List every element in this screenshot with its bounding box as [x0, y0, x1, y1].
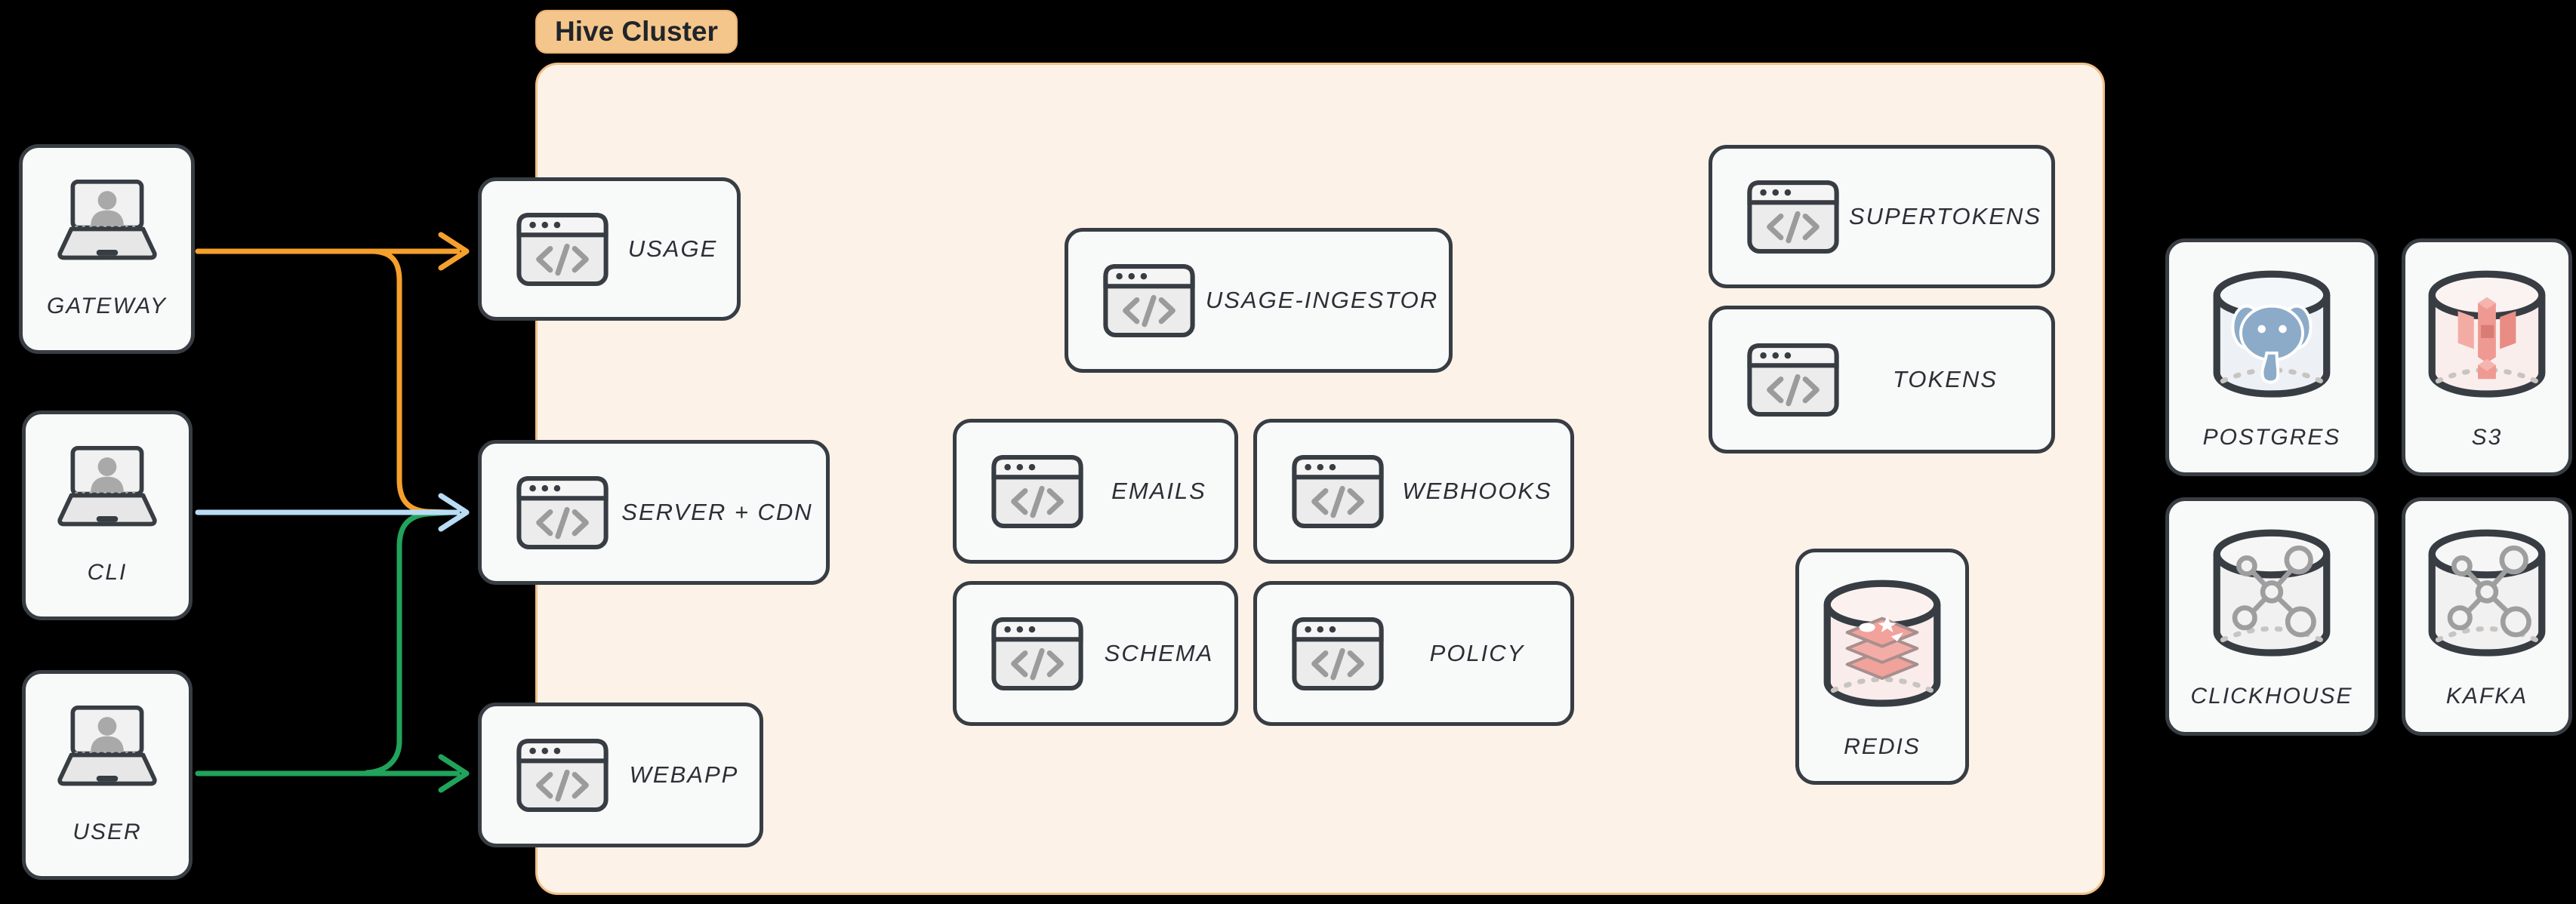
service-node-policy: POLICY [1253, 581, 1574, 726]
service-label: WEBAPP [629, 761, 739, 788]
postgres-logo-icon [2231, 304, 2313, 383]
service-label: USAGE-INGESTOR [1205, 287, 1439, 313]
client-node-user: USER [22, 670, 193, 880]
code-window-icon [1292, 455, 1384, 528]
client-label: CLI [87, 560, 128, 585]
service-node-emails: EMAILS [953, 419, 1238, 564]
datastore-label: REDIS [1844, 733, 1921, 759]
code-window-icon [991, 455, 1083, 528]
code-window-icon [516, 476, 609, 549]
service-label: POLICY [1429, 640, 1525, 666]
service-node-server-cdn: SERVER + CDN [478, 440, 830, 585]
laptop-user-icon [50, 179, 165, 265]
code-window-icon [1292, 617, 1384, 690]
datastore-node-clickhouse: CLICKHOUSE [2165, 497, 2378, 736]
service-node-schema: SCHEMA [953, 581, 1238, 726]
code-window-icon [1747, 343, 1839, 417]
postgres-database-icon [2207, 265, 2337, 405]
client-label: USER [72, 819, 142, 844]
datastore-node-redis: REDIS [1795, 549, 1969, 785]
code-window-icon [1747, 180, 1839, 254]
service-node-webhooks: WEBHOOKS [1253, 419, 1574, 564]
redis-database-icon [1817, 574, 1947, 715]
s3-logo-icon [2457, 297, 2516, 379]
redis-logo-icon [1845, 616, 1919, 680]
service-label: SERVER + CDN [621, 499, 813, 525]
service-node-usage-ingestor: USAGE-INGESTOR [1065, 228, 1453, 373]
service-node-usage: USAGE [478, 177, 741, 321]
service-label: WEBHOOKS [1402, 478, 1552, 504]
datastore-node-postgres: POSTGRES [2165, 238, 2378, 476]
datastore-node-kafka: KAFKA [2402, 497, 2572, 736]
edge-gateway-server-cdn [370, 248, 451, 515]
service-label: TOKENS [1893, 366, 1998, 392]
code-window-icon [516, 213, 609, 286]
code-window-icon [516, 739, 609, 812]
service-label: SCHEMA [1104, 640, 1214, 666]
laptop-user-icon [50, 445, 165, 531]
datastore-label: KAFKA [2445, 684, 2528, 709]
edge-gateway-usage [195, 232, 470, 271]
service-label: USAGE [627, 235, 718, 262]
service-label: EMAILS [1111, 478, 1206, 504]
laptop-user-icon [50, 705, 165, 791]
datastore-node-s3: S3 [2402, 238, 2572, 476]
edge-user-webapp [195, 754, 470, 793]
edge-cli-server-cdn [195, 493, 470, 532]
service-node-tokens: TOKENS [1709, 306, 2055, 454]
service-node-supertokens: SUPERTOKENS [1709, 145, 2055, 288]
datastore-label: CLICKHOUSE [2190, 684, 2353, 709]
kafka-database-icon [2422, 524, 2552, 664]
s3-database-icon [2422, 265, 2552, 405]
client-label: GATEWAY [46, 294, 168, 318]
edge-user-server-cdn [364, 509, 453, 776]
code-window-icon [991, 617, 1083, 690]
code-window-icon [1103, 264, 1195, 337]
datastore-label: POSTGRES [2202, 424, 2341, 450]
clickhouse-database-icon [2207, 524, 2337, 664]
hive-cluster-label: Hive Cluster [535, 10, 738, 54]
service-node-webapp: WEBAPP [478, 703, 763, 847]
service-label: SUPERTOKENS [1848, 203, 2042, 229]
client-node-gateway: GATEWAY [19, 144, 195, 354]
datastore-label: S3 [2471, 424, 2503, 450]
client-node-cli: CLI [22, 410, 193, 620]
